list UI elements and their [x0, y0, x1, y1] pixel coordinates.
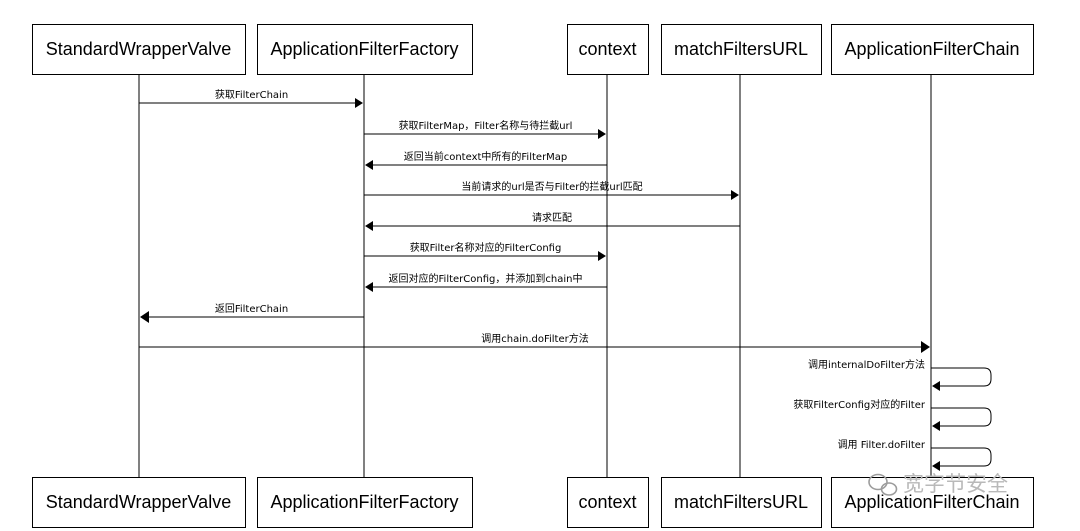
message-4: 当前请求的url是否与Filter的拦截url匹配	[364, 180, 739, 200]
actor-box-bottom-aff: ApplicationFilterFactory	[257, 477, 473, 528]
arrowhead	[598, 129, 606, 139]
message-3: 返回当前context中所有的FilterMap	[365, 150, 607, 170]
arrowhead	[365, 282, 373, 292]
arrowhead	[365, 221, 373, 231]
message-2: 获取FilterMap，Filter名称与待拦截url	[364, 119, 606, 139]
message-1: 获取FilterChain	[139, 89, 363, 108]
actors-top: StandardWrapperValve ApplicationFilterFac…	[32, 24, 1034, 75]
message-label: 获取FilterMap，Filter名称与待拦截url	[399, 119, 573, 132]
arrowhead	[731, 190, 739, 200]
actor-box-bottom-afc: ApplicationFilterChain	[831, 477, 1034, 528]
message-label: 当前请求的url是否与Filter的拦截url匹配	[461, 180, 642, 193]
actor-rect	[567, 477, 649, 528]
arrowhead	[140, 311, 149, 323]
actor-box-top-swv: StandardWrapperValve	[32, 24, 246, 75]
message-label: 获取FilterChain	[215, 89, 288, 101]
message-6: 获取Filter名称对应的FilterConfig	[364, 241, 606, 261]
arrowhead	[598, 251, 606, 261]
actor-rect	[661, 24, 822, 75]
message-12: 调用 Filter.doFilter	[838, 439, 992, 471]
actor-label: StandardWrapperValve	[46, 492, 231, 512]
actor-rect	[567, 24, 649, 75]
arrowhead	[921, 341, 930, 353]
actor-label: StandardWrapperValve	[46, 39, 231, 59]
actor-box-bottom-swv: StandardWrapperValve	[32, 477, 246, 528]
arrowhead	[355, 98, 363, 108]
actor-label: ApplicationFilterChain	[844, 39, 1019, 59]
message-label: 调用chain.doFilter方法	[481, 332, 589, 345]
arrowhead	[932, 461, 940, 471]
watermark-text: 宽字节安全	[903, 472, 1008, 496]
actor-box-top-mfu: matchFiltersURL	[661, 24, 822, 75]
message-label: 返回当前context中所有的FilterMap	[404, 150, 568, 163]
message-label: 返回FilterChain	[215, 303, 288, 315]
actor-box-top-ctx: context	[567, 24, 649, 75]
message-label: 获取FilterConfig对应的Filter	[793, 398, 926, 411]
actor-label: ApplicationFilterChain	[844, 492, 1019, 512]
actor-rect	[831, 477, 1034, 528]
watermark: 宽字节安全	[868, 472, 1008, 496]
message-9: 调用chain.doFilter方法	[139, 332, 930, 353]
actor-rect	[257, 24, 473, 75]
actor-rect	[257, 477, 473, 528]
actor-rect	[831, 24, 1034, 75]
actor-label: context	[578, 492, 636, 512]
message-label: 调用internalDoFilter方法	[808, 358, 925, 371]
messages: 获取FilterChain 获取FilterMap，Filter名称与待拦截url…	[139, 89, 992, 471]
actor-label: matchFiltersURL	[674, 492, 808, 512]
arrowhead	[932, 381, 940, 391]
arrowhead	[932, 421, 940, 431]
message-7: 返回对应的FilterConfig，并添加到chain中	[365, 272, 607, 292]
actor-label: ApplicationFilterFactory	[270, 39, 458, 59]
message-label: 调用 Filter.doFilter	[838, 439, 926, 451]
lifelines	[138, 74, 932, 477]
message-8: 返回FilterChain	[140, 303, 364, 323]
message-label: 返回对应的FilterConfig，并添加到chain中	[389, 272, 583, 285]
self-call-line	[931, 447, 992, 467]
actor-box-top-afc: ApplicationFilterChain	[831, 24, 1034, 75]
message-5: 请求匹配	[365, 211, 740, 231]
actor-rect	[32, 24, 246, 75]
message-11: 获取FilterConfig对应的Filter	[793, 398, 992, 431]
message-10: 调用internalDoFilter方法	[808, 358, 992, 391]
actor-box-bottom-mfu: matchFiltersURL	[661, 477, 822, 528]
message-label: 请求匹配	[532, 211, 572, 224]
actor-label: ApplicationFilterFactory	[270, 492, 458, 512]
actor-rect	[661, 477, 822, 528]
arrowhead	[365, 160, 373, 170]
actor-label: matchFiltersURL	[674, 39, 808, 59]
self-call-line	[931, 367, 992, 387]
self-call-line	[931, 407, 992, 427]
wechat-icon	[868, 473, 898, 496]
actor-rect	[32, 477, 246, 528]
message-label: 获取Filter名称对应的FilterConfig	[410, 241, 562, 254]
actor-box-top-aff: ApplicationFilterFactory	[257, 24, 473, 75]
actor-label: context	[578, 39, 636, 59]
actors-bottom: StandardWrapperValve ApplicationFilterFac…	[32, 477, 1034, 528]
actor-box-bottom-ctx: context	[567, 477, 649, 528]
